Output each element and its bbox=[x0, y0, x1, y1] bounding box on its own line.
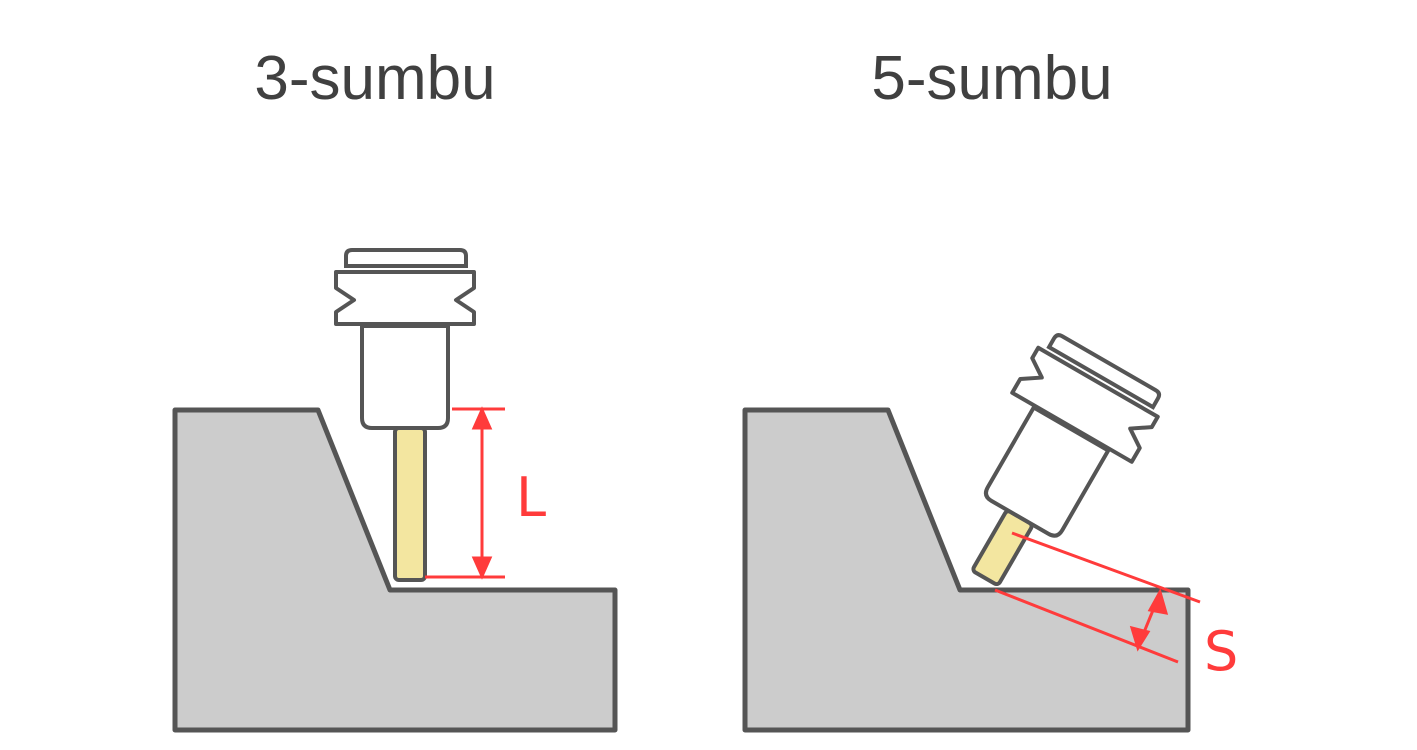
workpiece-left bbox=[172, 407, 618, 733]
tool-holder-left bbox=[334, 248, 476, 430]
title-5-axis: 5-sumbu bbox=[871, 44, 1113, 113]
holder-ring-right bbox=[1010, 345, 1160, 464]
dimension-label-s: S bbox=[1204, 620, 1238, 683]
title-3-axis: 3-sumbu bbox=[254, 44, 496, 113]
holder-ring-left bbox=[334, 270, 476, 326]
dimension-l bbox=[425, 406, 505, 580]
dimension-s bbox=[994, 531, 1201, 664]
three-axis-diagram: L bbox=[172, 248, 618, 733]
five-axis-diagram: S bbox=[742, 333, 1238, 733]
workpiece-right bbox=[742, 407, 1191, 733]
holder-body-left bbox=[360, 324, 450, 430]
holder-cap-left bbox=[344, 248, 468, 268]
dimension-label-l: L bbox=[516, 466, 546, 529]
tilted-tool-assembly bbox=[971, 333, 1162, 587]
holder-cap-right bbox=[1046, 333, 1162, 410]
cutting-tool-left bbox=[393, 426, 427, 582]
holder-body-right bbox=[983, 404, 1111, 538]
